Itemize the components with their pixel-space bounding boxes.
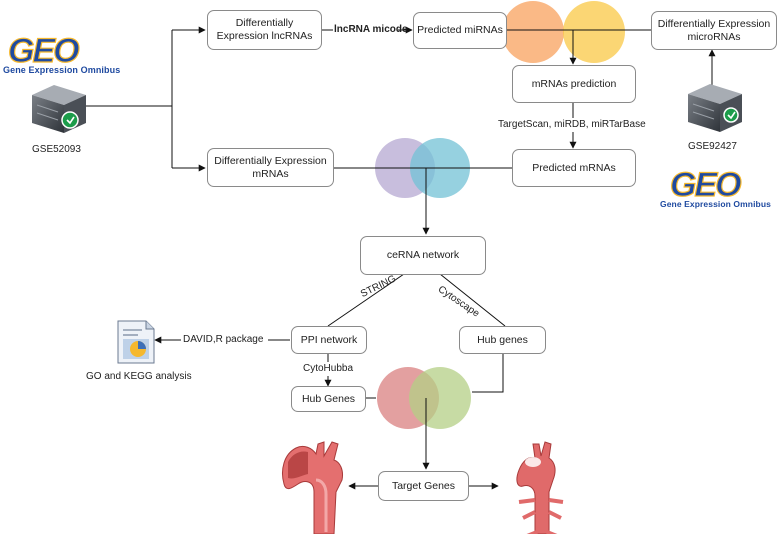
- node-mrnas-prediction: mRNAs prediction: [512, 65, 636, 103]
- node-de-micrornas: Differentially Expression microRNAs: [651, 11, 777, 50]
- geo-caption-right: Gene Expression Omnibus: [660, 199, 771, 209]
- node-hub-genes-right: Hub genes: [459, 326, 546, 354]
- edge-label-cytohubba: CytoHubba: [303, 363, 354, 374]
- venn-bottom: [377, 367, 471, 429]
- server-icon-left: [32, 85, 86, 133]
- aorta-dissection-icon: [282, 441, 343, 534]
- node-ppi-network: PPI network: [291, 326, 367, 354]
- go-kegg-analysis-label: GO and KEGG analysis: [86, 371, 192, 382]
- server-icon-right: [688, 84, 742, 132]
- geo-logo-left-text: GEO: [8, 32, 79, 70]
- node-predicted-mirnas: Predicted miRNAs: [413, 12, 507, 49]
- venn-top: [502, 1, 625, 63]
- node-de-mrnas: Differentially Expression mRNAs: [207, 148, 334, 187]
- node-hub-genes-left: Hub Genes: [291, 386, 366, 412]
- edge-label-david: DAVID,R package: [183, 334, 264, 345]
- geo-caption-left: Gene Expression Omnibus: [3, 65, 121, 75]
- venn-top-left: [502, 1, 564, 63]
- venn-bottom-right: [409, 367, 471, 429]
- venn-top-right: [563, 1, 625, 63]
- node-de-lncrnas: Differentially Expression lncRNAs: [207, 10, 322, 50]
- connectors: [84, 26, 716, 490]
- node-predicted-mrnas: Predicted mRNAs: [512, 149, 636, 187]
- geo-logo-left: GEO: [7, 31, 81, 70]
- dataset-accession-right: GSE92427: [688, 141, 737, 152]
- report-document-icon: [117, 320, 155, 364]
- geo-logo-right: GEO: [669, 165, 743, 204]
- dataset-accession-left: GSE52093: [32, 144, 81, 155]
- edge-label-lncrna-micode: lncRNA micode: [334, 24, 408, 35]
- aorta-normal-icon: [516, 441, 564, 534]
- edge-label-target-tools: TargetScan, miRDB, miRTarBase: [498, 119, 646, 130]
- geo-logo-right-text: GEO: [670, 166, 741, 204]
- node-target-genes: Target Genes: [378, 471, 469, 501]
- node-cerna-network: ceRNA network: [360, 236, 486, 275]
